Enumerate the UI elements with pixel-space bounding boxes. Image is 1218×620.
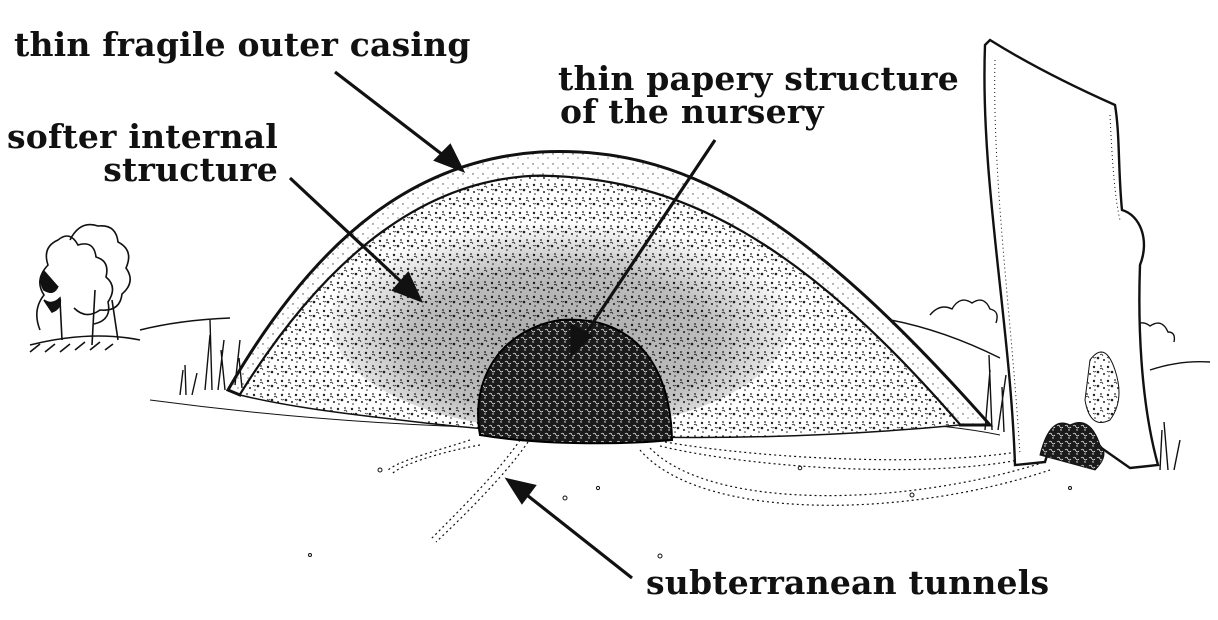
tunnels-arrowhead bbox=[504, 477, 537, 505]
outer-casing-label: thin fragile outer casing bbox=[14, 25, 471, 64]
background-bushes bbox=[879, 299, 1211, 371]
soil-pebbles bbox=[308, 465, 1072, 559]
outer-casing-leader bbox=[334, 70, 453, 164]
background-trees bbox=[29, 223, 231, 353]
nursery-core bbox=[477, 318, 674, 445]
nursery-label: thin papery structure of the nursery bbox=[558, 62, 959, 128]
chimney-pillar bbox=[983, 38, 1160, 470]
nursery-leader bbox=[576, 139, 717, 346]
nursery-arrowhead bbox=[570, 323, 593, 358]
grass-tufts bbox=[179, 319, 1181, 471]
leader-arrows bbox=[288, 70, 717, 580]
nursery-label-line2: of the nursery bbox=[560, 92, 824, 131]
nursery-label-line1: thin papery structure bbox=[558, 59, 959, 98]
outer-casing-arrowhead bbox=[433, 143, 466, 173]
internal-structure-label-line1: softer internal bbox=[7, 117, 278, 156]
internal-structure-leader bbox=[288, 176, 412, 292]
internal-structure-label: softer internal structure bbox=[7, 120, 278, 186]
pillar-vegetation bbox=[1039, 351, 1120, 471]
internal-structure-arrowhead bbox=[391, 271, 424, 303]
tunnels-label: subterranean tunnels bbox=[646, 563, 1050, 602]
subterranean-tunnels bbox=[387, 439, 1051, 543]
internal-structure-label-line2: structure bbox=[103, 150, 278, 189]
tunnels-leader bbox=[517, 486, 633, 580]
